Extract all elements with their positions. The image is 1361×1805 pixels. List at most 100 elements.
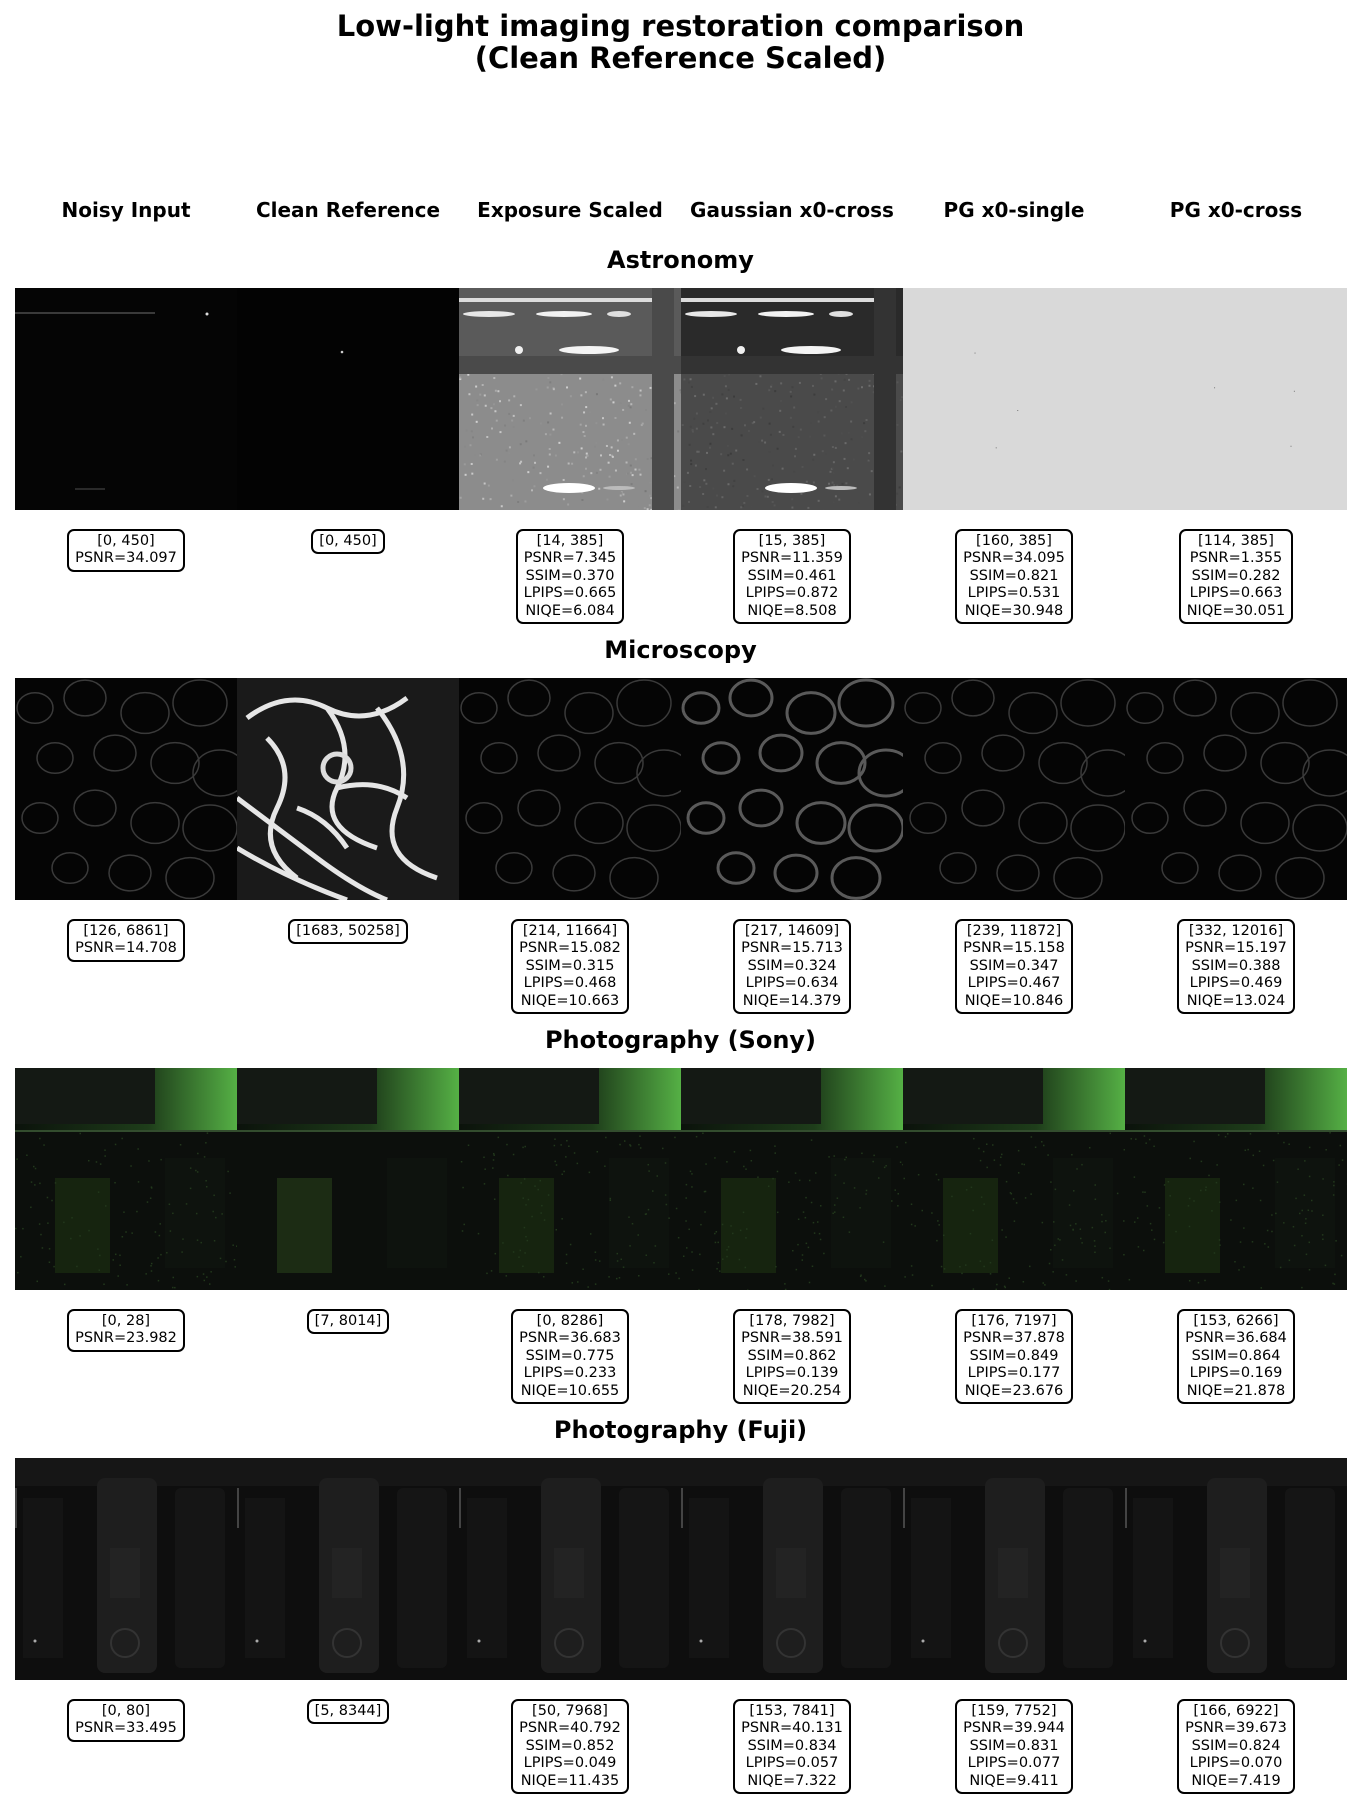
metric-value: NIQE=30.948 xyxy=(964,602,1064,619)
metric-value: LPIPS=0.469 xyxy=(1189,975,1283,992)
value-range: [15, 385] xyxy=(758,533,826,549)
value-range: [0, 80] xyxy=(101,1703,151,1719)
metric-value: PSNR=1.355 xyxy=(1189,550,1283,567)
metric-value: NIQE=10.655 xyxy=(520,1382,620,1399)
metric-value: SSIM=0.324 xyxy=(747,957,837,974)
image-rendering xyxy=(15,288,237,510)
metric-value: PSNR=15.713 xyxy=(741,940,843,957)
metric-value: PSNR=23.982 xyxy=(75,1330,177,1347)
result-image xyxy=(903,1458,1125,1680)
value-range: [239, 11872] xyxy=(966,923,1062,939)
result-image xyxy=(903,678,1125,900)
metric-value: SSIM=0.849 xyxy=(969,1347,1059,1364)
image-rendering xyxy=(459,288,681,510)
metric-value: PSNR=39.673 xyxy=(1185,1720,1287,1737)
metric-value: LPIPS=0.531 xyxy=(967,585,1061,602)
metric-value: LPIPS=0.177 xyxy=(967,1365,1061,1382)
metrics-box: [0, 450] xyxy=(311,529,385,555)
column-header: PG x0-single xyxy=(943,198,1085,222)
metric-value: LPIPS=0.665 xyxy=(523,585,617,602)
image-rendering xyxy=(1125,1068,1347,1290)
metric-value: PSNR=36.684 xyxy=(1185,1330,1287,1347)
column-header: Clean Reference xyxy=(255,198,441,222)
metric-value: LPIPS=0.077 xyxy=(967,1755,1061,1772)
result-image xyxy=(15,1068,237,1290)
metric-value: SSIM=0.388 xyxy=(1191,957,1281,974)
metrics-label: [1683, 50258] xyxy=(237,919,459,945)
metric-value: SSIM=0.282 xyxy=(1191,567,1281,584)
value-range: [217, 14609] xyxy=(744,923,840,939)
value-range: [159, 7752] xyxy=(971,1703,1057,1719)
metrics-box: [7, 8014] xyxy=(306,1309,390,1335)
value-range: [0, 450] xyxy=(319,533,377,549)
result-image xyxy=(903,288,1125,510)
metric-value: SSIM=0.315 xyxy=(525,957,615,974)
metric-value: LPIPS=0.468 xyxy=(523,975,617,992)
result-image xyxy=(15,1458,237,1680)
result-image xyxy=(1125,288,1347,510)
result-image xyxy=(15,678,237,900)
metric-value: SSIM=0.824 xyxy=(1191,1737,1281,1754)
value-range: [0, 450] xyxy=(97,533,155,549)
metric-value: LPIPS=0.169 xyxy=(1189,1365,1283,1382)
metric-value: PSNR=15.158 xyxy=(963,940,1065,957)
value-range: [178, 7982] xyxy=(749,1313,835,1329)
metrics-box: [0, 28]PSNR=23.982 xyxy=(67,1309,185,1352)
value-range: [7, 8014] xyxy=(314,1313,382,1329)
metric-value: LPIPS=0.467 xyxy=(967,975,1061,992)
result-image xyxy=(237,1068,459,1290)
row-title: Astronomy xyxy=(607,246,754,274)
value-range: [50, 7968] xyxy=(532,1703,608,1719)
metric-value: SSIM=0.821 xyxy=(969,567,1059,584)
column-header: Gaussian x0-cross xyxy=(690,198,894,222)
metric-value: PSNR=40.131 xyxy=(741,1720,843,1737)
value-range: [1683, 50258] xyxy=(296,923,400,939)
metrics-box: [126, 6861]PSNR=14.708 xyxy=(67,919,185,962)
metric-value: NIQE=6.084 xyxy=(525,602,615,619)
image-rendering xyxy=(1125,288,1347,510)
metric-value: SSIM=0.831 xyxy=(969,1737,1059,1754)
result-image xyxy=(681,1068,903,1290)
metric-value: PSNR=38.591 xyxy=(741,1330,843,1347)
metric-value: LPIPS=0.663 xyxy=(1189,585,1283,602)
metric-value: NIQE=21.878 xyxy=(1186,1382,1286,1399)
result-image xyxy=(1125,678,1347,900)
image-rendering xyxy=(237,288,459,510)
image-rendering xyxy=(903,288,1125,510)
metric-value: NIQE=14.379 xyxy=(742,992,842,1009)
metrics-box: [5, 8344] xyxy=(306,1699,390,1725)
value-range: [0, 28] xyxy=(101,1313,151,1329)
column-header: PG x0-cross xyxy=(1169,198,1303,222)
metric-value: PSNR=34.095 xyxy=(963,550,1065,567)
metric-value: LPIPS=0.872 xyxy=(745,585,839,602)
image-rendering xyxy=(237,1458,459,1680)
metric-value: NIQE=7.419 xyxy=(1191,1772,1281,1789)
result-image xyxy=(1125,1458,1347,1680)
row-title: Photography (Fuji) xyxy=(553,1416,808,1444)
result-image xyxy=(681,288,903,510)
result-image xyxy=(681,1458,903,1680)
result-image xyxy=(903,1068,1125,1290)
image-rendering xyxy=(903,1458,1125,1680)
value-range: [160, 385] xyxy=(976,533,1052,549)
image-rendering xyxy=(681,288,903,510)
result-image xyxy=(459,678,681,900)
